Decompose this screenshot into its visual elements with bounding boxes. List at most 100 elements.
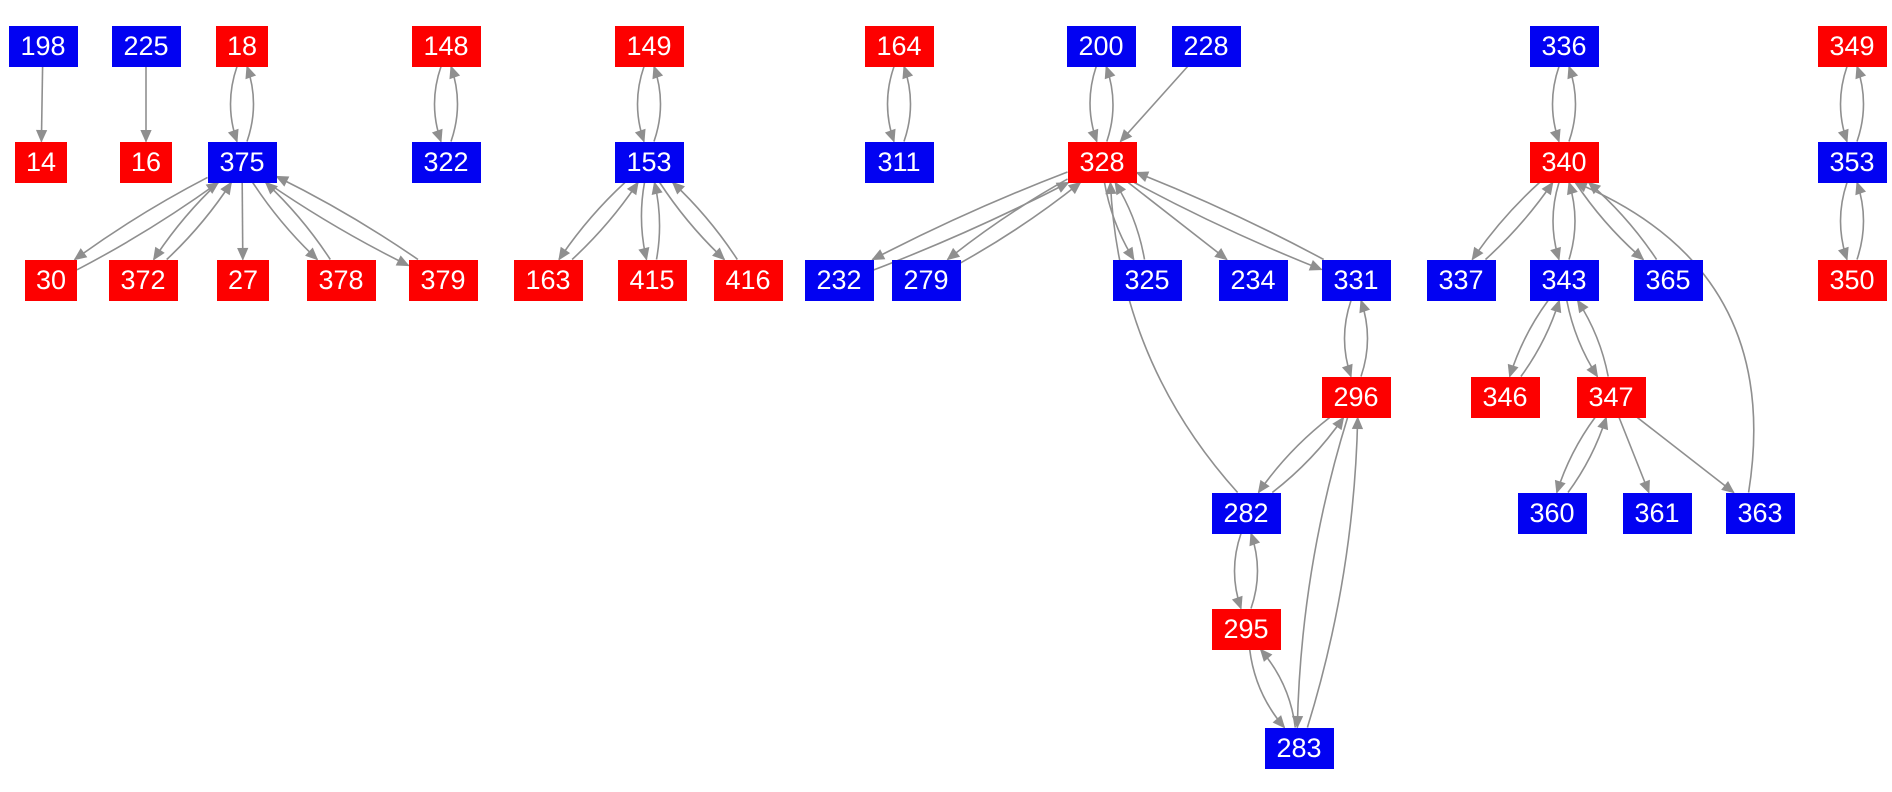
edge-328-331 — [1133, 181, 1323, 271]
edge-149-153 — [634, 66, 646, 143]
graph-node-372: 372 — [108, 259, 178, 301]
edge-282-328 — [1105, 181, 1239, 494]
edge-295-283 — [1248, 649, 1286, 729]
edge-164-311 — [884, 66, 896, 143]
graph-node-283: 283 — [1264, 727, 1334, 769]
edge-347-360 — [1554, 417, 1596, 494]
edge-375-18 — [245, 65, 257, 142]
graph-node-234: 234 — [1218, 259, 1288, 301]
graph-node-337: 337 — [1426, 259, 1496, 301]
graph-node-328: 328 — [1067, 141, 1137, 183]
edge-340-337 — [1471, 181, 1541, 261]
edge-365-340 — [1587, 181, 1658, 260]
graph-node-198: 198 — [8, 25, 78, 67]
graph-node-148: 148 — [411, 25, 481, 67]
edge-282-295 — [1231, 533, 1243, 610]
graph-node-336: 336 — [1529, 25, 1599, 67]
edge-378-375 — [264, 181, 331, 260]
graph-node-279: 279 — [891, 259, 961, 301]
graph-node-325: 325 — [1112, 259, 1182, 301]
edge-415-153 — [651, 181, 663, 260]
edge-375-379 — [266, 181, 410, 267]
edge-328-325 — [1103, 182, 1135, 261]
graph-node-343: 343 — [1529, 259, 1599, 301]
graph-node-375: 375 — [207, 141, 277, 183]
edge-353-349 — [1855, 65, 1867, 142]
edge-363-340 — [1574, 181, 1755, 493]
graph-node-149: 149 — [614, 25, 684, 67]
edge-283-295 — [1259, 648, 1297, 728]
graph-node-228: 228 — [1171, 25, 1241, 67]
edge-296-331 — [1359, 299, 1371, 377]
edge-198-14 — [35, 66, 48, 143]
edge-340-343 — [1550, 182, 1561, 261]
edge-279-328 — [960, 181, 1082, 264]
graph-node-353: 353 — [1817, 141, 1887, 183]
graph-node-16: 16 — [120, 141, 172, 183]
graph-node-416: 416 — [713, 259, 783, 301]
edge-375-30 — [73, 176, 208, 261]
edge-372-375 — [166, 181, 233, 261]
graph-node-349: 349 — [1817, 25, 1887, 67]
graph-node-27: 27 — [217, 259, 269, 301]
graph-node-378: 378 — [306, 259, 376, 301]
edge-328-234 — [1127, 181, 1228, 261]
edge-148-322 — [431, 66, 443, 143]
graph-node-365: 365 — [1633, 259, 1703, 301]
edge-328-200 — [1104, 65, 1116, 142]
graph-node-346: 346 — [1470, 376, 1540, 418]
graph-node-153: 153 — [614, 141, 684, 183]
edge-347-363 — [1636, 416, 1735, 494]
edge-296-283 — [1291, 417, 1349, 729]
edge-347-343 — [1576, 299, 1609, 377]
edge-328-279 — [946, 178, 1068, 261]
graph-node-225: 225 — [111, 25, 181, 67]
graph-node-361: 361 — [1622, 492, 1692, 534]
edge-343-340 — [1567, 181, 1578, 260]
edge-18-375 — [227, 66, 239, 143]
edge-282-296 — [1271, 416, 1345, 494]
graph-node-14: 14 — [15, 141, 67, 183]
edge-153-416 — [659, 182, 726, 261]
edge-340-336 — [1567, 65, 1579, 142]
edge-353-350 — [1837, 182, 1849, 261]
graph-node-379: 379 — [408, 259, 478, 301]
graph-node-163: 163 — [513, 259, 583, 301]
edge-346-343 — [1520, 299, 1562, 377]
edge-283-296 — [1306, 416, 1364, 728]
edge-343-346 — [1507, 300, 1549, 378]
edge-322-148 — [449, 65, 461, 142]
edge-360-347 — [1567, 416, 1609, 493]
edge-200-328 — [1087, 66, 1099, 143]
edge-30-375 — [76, 181, 220, 271]
edge-340-365 — [1574, 182, 1645, 261]
edge-163-153 — [571, 181, 639, 261]
graph-node-282: 282 — [1211, 492, 1281, 534]
graph-node-363: 363 — [1725, 492, 1795, 534]
graph-node-331: 331 — [1321, 259, 1391, 301]
graph-node-311: 311 — [864, 141, 934, 183]
graph-node-347: 347 — [1576, 376, 1646, 418]
edge-153-149 — [652, 65, 664, 142]
graph-node-322: 322 — [411, 141, 481, 183]
edge-336-340 — [1549, 66, 1561, 143]
graph-node-30: 30 — [25, 259, 77, 301]
edge-331-296 — [1341, 300, 1353, 378]
edge-325-328 — [1114, 181, 1146, 260]
edge-228-328 — [1119, 65, 1189, 143]
graph-node-360: 360 — [1517, 492, 1587, 534]
graph-node-350: 350 — [1817, 259, 1887, 301]
edge-379-375 — [275, 175, 419, 261]
edge-337-340 — [1484, 181, 1554, 261]
edge-375-27 — [237, 182, 249, 261]
edge-331-328 — [1135, 171, 1325, 261]
graph-node-18: 18 — [216, 25, 268, 67]
edge-311-164 — [902, 65, 914, 142]
edge-153-163 — [558, 181, 626, 261]
graph-node-415: 415 — [617, 259, 687, 301]
edge-416-153 — [671, 181, 738, 260]
graph-node-232: 232 — [804, 259, 874, 301]
edge-296-282 — [1257, 416, 1331, 494]
edge-375-372 — [152, 181, 219, 261]
